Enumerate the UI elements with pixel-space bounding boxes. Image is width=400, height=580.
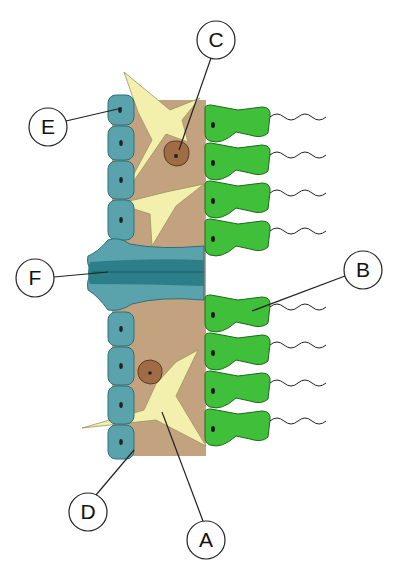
ciliated-cell [205, 295, 270, 332]
cilium [270, 190, 326, 196]
ciliated-cell [205, 371, 270, 408]
cell-nucleus [211, 198, 215, 204]
cilium [270, 228, 326, 234]
ciliated-cell [205, 105, 270, 142]
cell-nucleus [211, 388, 215, 394]
ciliated-cells [205, 105, 326, 446]
callout-letter: C [197, 21, 235, 59]
ciliated-cell [205, 219, 270, 256]
cell-nucleus [211, 350, 215, 356]
callout-letter: B [344, 251, 382, 289]
callout-letter: F [16, 259, 54, 297]
cell-nucleus [211, 426, 215, 432]
cell-nucleus [211, 160, 215, 166]
callout-letter: E [29, 108, 67, 146]
cell-nucleus [211, 312, 215, 318]
ciliated-cell [205, 333, 270, 370]
cilium [270, 380, 326, 386]
cilium [270, 304, 326, 310]
ciliated-cell [205, 143, 270, 180]
cilium [270, 152, 326, 158]
star-cells [82, 72, 206, 446]
callout-letter: D [69, 493, 107, 531]
callout-letter: A [187, 521, 225, 559]
cell-nucleus [211, 122, 215, 128]
cilium [270, 342, 326, 348]
cilium [270, 114, 326, 120]
cilium [270, 418, 326, 424]
ciliated-cell [205, 181, 270, 218]
leader-lines [54, 58, 345, 521]
callout-circles [16, 21, 382, 559]
ciliated-cell [205, 409, 270, 446]
cell-nucleus [211, 236, 215, 242]
junction-cells [88, 239, 205, 311]
